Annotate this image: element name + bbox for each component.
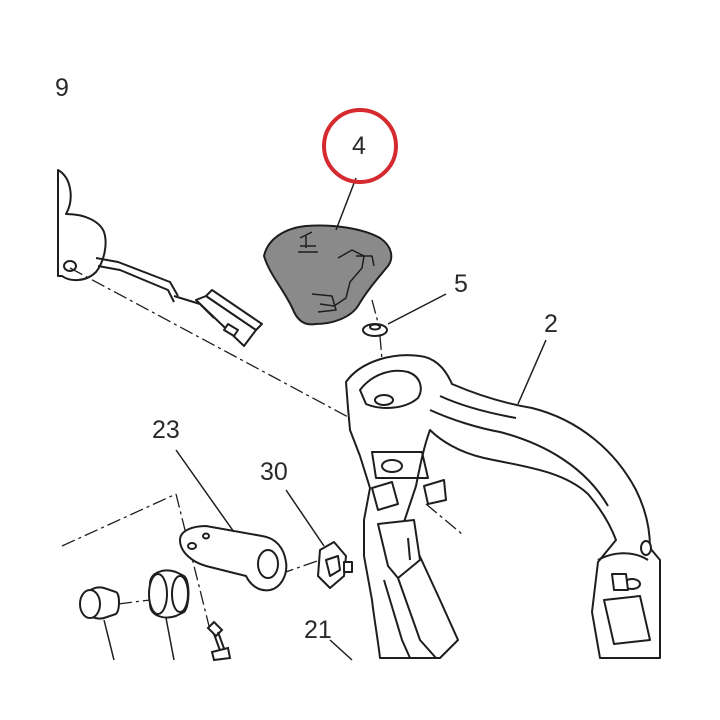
highlight-circle <box>322 108 398 184</box>
callout-5: 5 <box>454 270 468 298</box>
part-4-cover <box>263 224 393 326</box>
bushing-right <box>148 569 190 619</box>
callout-4: 4 <box>352 132 366 160</box>
callout-21: 21 <box>304 616 332 644</box>
callout-9: 9 <box>55 74 69 102</box>
part-23-mounting-plate <box>179 525 288 592</box>
callout-2: 2 <box>544 310 558 338</box>
bushing-left <box>79 586 120 620</box>
part-2-handle-bracket <box>345 354 661 659</box>
callout-23: 23 <box>152 416 180 444</box>
leader-lines <box>103 177 547 661</box>
part-9-handlebar-end <box>57 169 263 347</box>
screw <box>206 620 232 662</box>
callout-30: 30 <box>260 458 288 486</box>
part-5-grommet <box>362 323 388 337</box>
part-30-clip <box>317 541 353 589</box>
